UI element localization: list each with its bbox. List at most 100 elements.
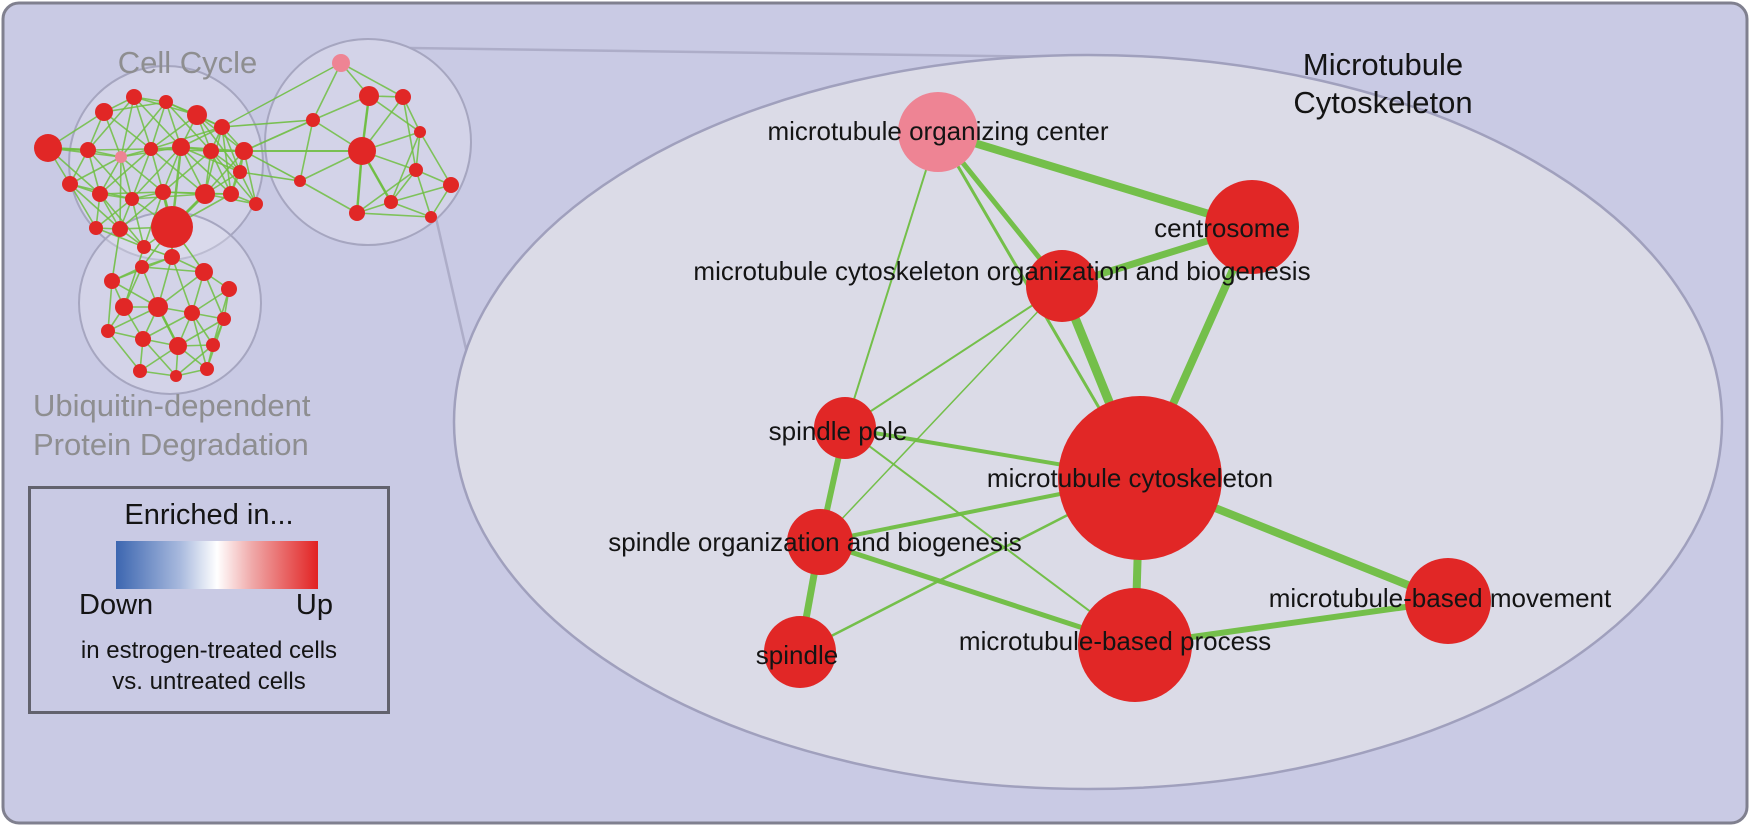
mini-node[interactable] (235, 142, 253, 160)
mini-edge (175, 344, 214, 377)
mini-edge (95, 198, 133, 229)
mini-node[interactable] (125, 192, 139, 206)
mini-node[interactable] (195, 263, 213, 281)
mini-node[interactable] (137, 240, 151, 254)
zoom-node-mt_movement[interactable] (1405, 558, 1491, 644)
mini-edge (356, 169, 417, 214)
mini-node[interactable] (214, 119, 230, 135)
zoom-edge-spindle_pole-mt_process (844, 427, 1136, 646)
zoom-node-mcob[interactable] (1026, 250, 1098, 322)
zoom-node-label-mt_movement: microtubule-based movement (1269, 583, 1612, 613)
mini-node[interactable] (95, 103, 113, 121)
mini-node[interactable] (200, 362, 214, 376)
zoom-node-spindle_pole[interactable] (814, 397, 876, 459)
mini-node[interactable] (172, 138, 190, 156)
mini-node[interactable] (148, 297, 168, 317)
mini-node[interactable] (348, 137, 376, 165)
mini-edge (99, 148, 152, 195)
mini-node[interactable] (187, 105, 207, 125)
mini-edge (133, 96, 152, 150)
mini-node[interactable] (395, 89, 411, 105)
mini-node[interactable] (349, 205, 365, 221)
mini-node[interactable] (425, 211, 437, 223)
mini-node[interactable] (101, 324, 115, 338)
mini-node[interactable] (443, 177, 459, 193)
mini-node[interactable] (384, 195, 398, 209)
mini-edge (419, 131, 452, 186)
mini-node[interactable] (115, 298, 133, 316)
mini-node[interactable] (409, 163, 423, 177)
mini-edge (221, 126, 232, 195)
mini-node[interactable] (294, 175, 306, 187)
zoom-connector-line (409, 46, 1063, 59)
mini-node[interactable] (159, 95, 173, 109)
mini-node[interactable] (92, 186, 108, 202)
mini-node[interactable] (195, 184, 215, 204)
mini-edge (69, 156, 122, 185)
mini-node[interactable] (169, 337, 187, 355)
mini-edge (162, 150, 212, 193)
mini-edge (312, 62, 342, 121)
mini-edge (150, 101, 167, 150)
mini-edge (133, 96, 182, 148)
zoom-edge-mcob-spindle_pole (844, 285, 1063, 429)
mini-node[interactable] (359, 86, 379, 106)
mini-edge (312, 95, 370, 121)
mini-edge (368, 95, 421, 133)
mini-node[interactable] (414, 126, 426, 138)
mini-node[interactable] (184, 305, 200, 321)
mini-node[interactable] (135, 260, 149, 274)
mini-edge (340, 62, 404, 98)
mini-node[interactable] (144, 142, 158, 156)
mini-node[interactable] (80, 142, 96, 158)
legend-title: Enriched in... (124, 499, 294, 531)
legend-caption: in estrogen-treated cells vs. untreated … (80, 637, 338, 695)
zoom-node-moc[interactable] (898, 92, 978, 172)
zoom-node-spindle_org[interactable] (787, 509, 853, 575)
mini-edge (356, 212, 432, 218)
mini-node[interactable] (306, 113, 320, 127)
cluster-title-microtubule: Microtubule Cytoskeleton (1293, 47, 1473, 120)
mini-node[interactable] (34, 134, 62, 162)
mini-node[interactable] (104, 273, 120, 289)
mini-edge (111, 228, 121, 282)
mini-node[interactable] (203, 143, 219, 159)
mini-edge (239, 171, 301, 182)
zoom-node-label-moc: microtubule organizing center (767, 116, 1108, 146)
mini-node[interactable] (89, 221, 103, 235)
mini-edge (141, 266, 205, 273)
mini-edge (120, 96, 135, 158)
mini-node[interactable] (164, 249, 180, 265)
mini-node[interactable] (135, 331, 151, 347)
mini-node[interactable] (249, 197, 263, 211)
mini-node[interactable] (221, 281, 237, 297)
mini-node[interactable] (217, 312, 231, 326)
zoom-edge-mcob-spindle_org (819, 285, 1063, 543)
mini-node[interactable] (112, 221, 128, 237)
zoom-node-label-mt_process: microtubule-based process (959, 626, 1271, 656)
mini-edge (165, 101, 212, 152)
mini-node[interactable] (155, 184, 171, 200)
mini-node[interactable] (126, 89, 142, 105)
mini-node[interactable] (206, 338, 220, 352)
mini-node[interactable] (332, 54, 350, 72)
mini-edge (120, 101, 167, 158)
zoom-edge-moc-centrosome (934, 128, 1256, 231)
zoom-node-mt_process[interactable] (1078, 588, 1192, 702)
mini-node[interactable] (133, 364, 147, 378)
mini-node[interactable] (151, 206, 193, 248)
mini-node[interactable] (170, 370, 182, 382)
mini-edge (390, 201, 432, 218)
zoom-node-centrosome[interactable] (1205, 180, 1299, 274)
mini-edge (299, 180, 358, 214)
mini-node[interactable] (223, 186, 239, 202)
mini-node[interactable] (62, 176, 78, 192)
mini-edge (120, 156, 133, 200)
zoom-node-mt_cyto[interactable] (1058, 396, 1222, 560)
zoom-node-spindle[interactable] (764, 616, 836, 688)
mini-edge (87, 148, 152, 151)
mini-node[interactable] (233, 165, 247, 179)
mini-edge (390, 184, 452, 203)
mini-node[interactable] (115, 151, 127, 163)
